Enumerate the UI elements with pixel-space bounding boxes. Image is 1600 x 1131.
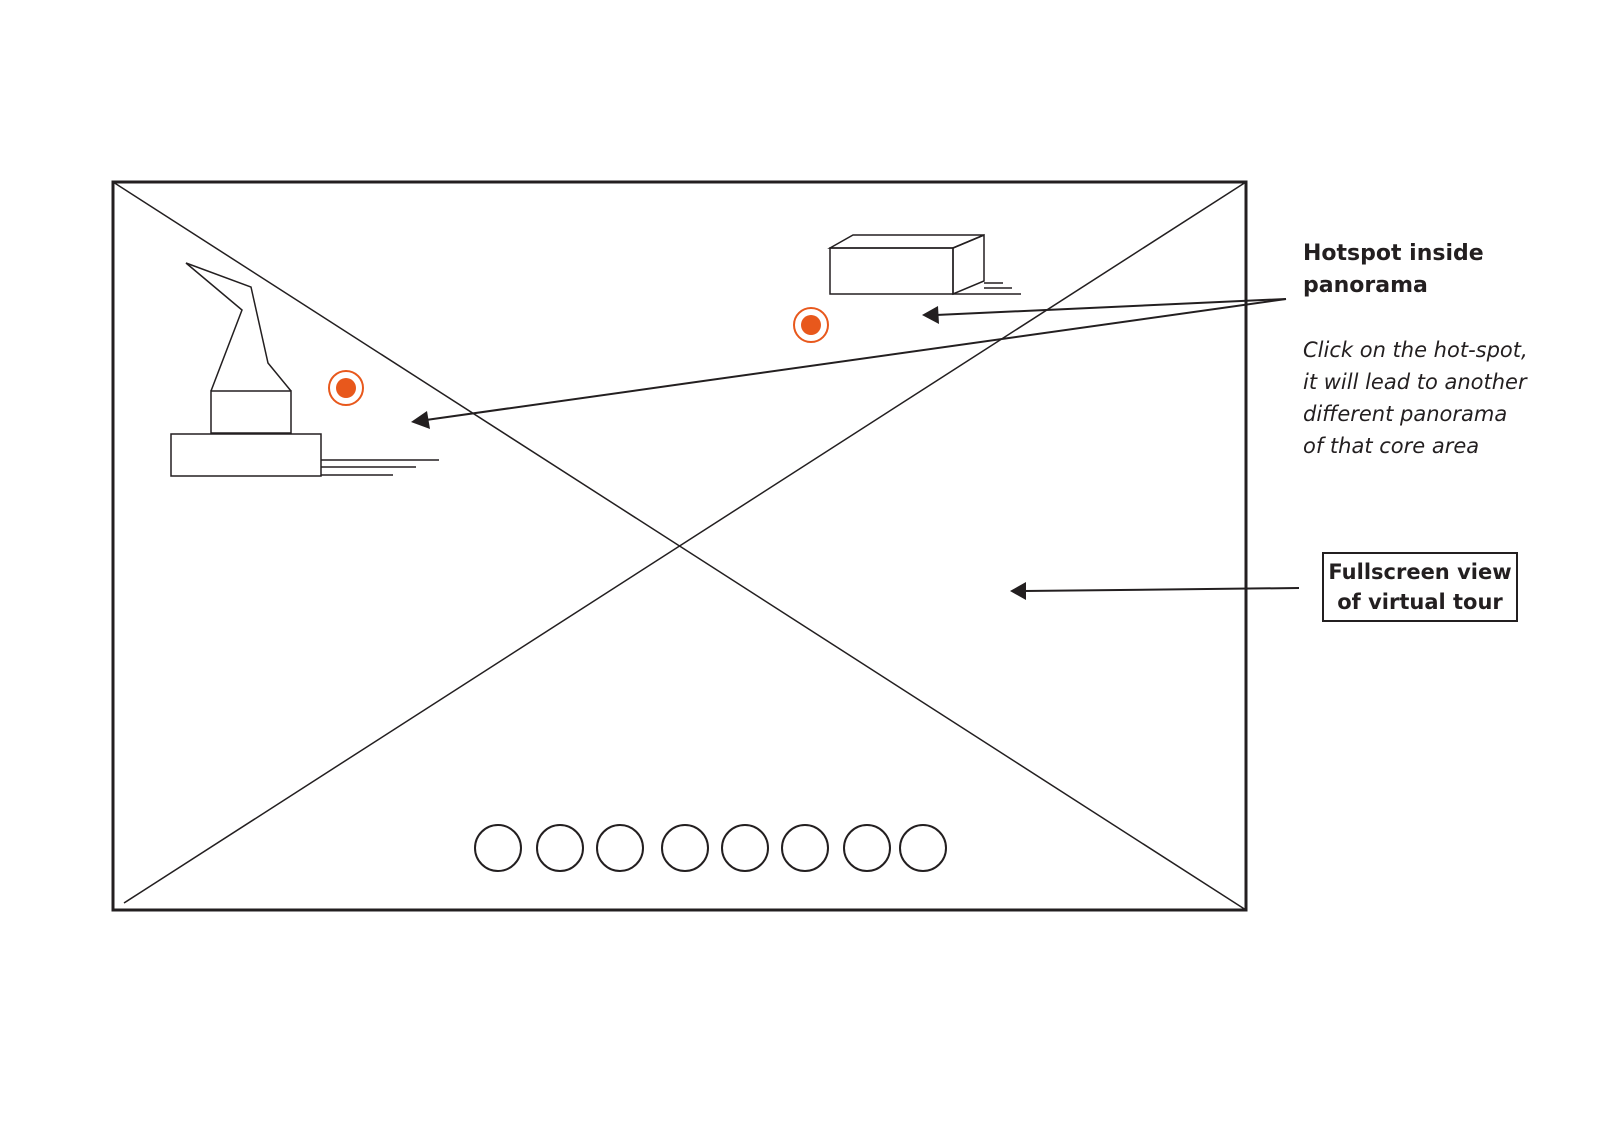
crane-arm — [185, 262, 292, 392]
fullscreen-arrow-head — [1010, 582, 1026, 600]
hotspot-callout-description: Click on the hot-spot, it will lead to a… — [1303, 338, 1528, 458]
fullscreen-view-label: Fullscreen view of virtual tour — [1322, 552, 1518, 622]
thumbnail-button-6[interactable] — [781, 824, 829, 872]
thumbnail-button-1[interactable] — [474, 824, 522, 872]
hotspot-arrow-to-box-head — [922, 306, 939, 324]
thumbnail-button-3[interactable] — [596, 824, 644, 872]
placeholder-cross-diagonal-2 — [123, 181, 1247, 904]
box-front-face — [829, 247, 954, 295]
hotspot-crane[interactable] — [328, 370, 364, 406]
thumbnail-button-7[interactable] — [843, 824, 891, 872]
panorama-frame — [111, 180, 1248, 912]
box-illustration — [827, 233, 1021, 296]
hotspot-callout-title: Hotspot inside panorama — [1303, 241, 1484, 298]
box-top-face — [827, 234, 985, 249]
hotspot-dot — [336, 378, 356, 398]
fullscreen-arrow-line — [1023, 587, 1300, 592]
thumbnail-button-2[interactable] — [536, 824, 584, 872]
hotspot-arrow-to-crane-head — [411, 411, 430, 429]
crane-cabin — [210, 390, 292, 434]
thumbnail-button-4[interactable] — [661, 824, 709, 872]
crane-illustration — [170, 262, 439, 477]
annotation-arrows — [411, 298, 1300, 600]
thumbnail-button-5[interactable] — [721, 824, 769, 872]
hotspot-box[interactable] — [793, 307, 829, 343]
hotspot-dot — [801, 315, 821, 335]
crane-base — [170, 433, 322, 477]
hotspot-arrow-to-box-line — [935, 298, 1287, 316]
hotspot-arrow-to-crane-line — [425, 298, 1287, 421]
panorama-border — [111, 180, 1248, 912]
thumbnail-navigation — [474, 824, 947, 872]
box-side-face — [952, 233, 985, 296]
thumbnail-button-8[interactable] — [899, 824, 947, 872]
